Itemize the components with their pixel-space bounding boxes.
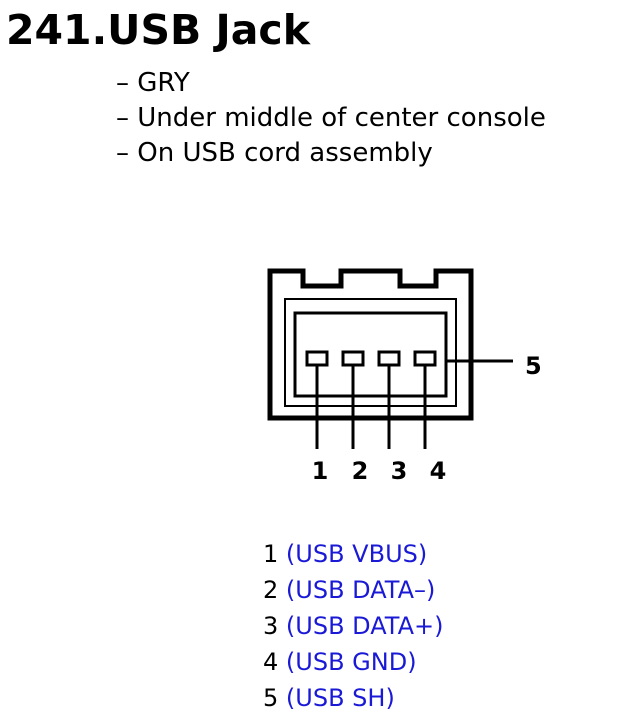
pinout-legend: 1 (USB VBUS) 2 (USB DATA–) 3 (USB DATA+)… [263, 536, 443, 716]
connector-housing-outline [267, 268, 474, 421]
pin-4-label: 4 [430, 457, 447, 485]
connector-assembly-info: – On USB cord assembly [116, 138, 433, 168]
pinout-row-2: 2 (USB DATA–) [263, 572, 443, 608]
pin-2-terminal [341, 350, 365, 367]
pin-5-label: 5 [525, 352, 542, 380]
connector-location-info: – Under middle of center console [116, 103, 546, 133]
pinout-row-1: 1 (USB VBUS) [263, 536, 443, 572]
pin-2-label: 2 [352, 457, 369, 485]
pinout-signal-name: (USB DATA–) [285, 576, 436, 604]
pin-3-label: 3 [391, 457, 408, 485]
pinout-signal-name: (USB GND) [285, 648, 417, 676]
connector-info-list: – GRY – Under middle of center console –… [116, 66, 546, 171]
page-title: 241.USB Jack [6, 6, 310, 54]
pin-4-terminal [413, 350, 437, 367]
pinout-pin-number: 1 [263, 540, 279, 568]
pin-3-terminal [377, 350, 401, 367]
pinout-signal-name: (USB VBUS) [285, 540, 428, 568]
connector-diagram: 1 2 3 4 5 [267, 268, 542, 485]
connector-color-info: – GRY [116, 68, 190, 98]
pin-1-label: 1 [312, 457, 329, 485]
pinout-pin-number: 4 [263, 648, 279, 676]
connector-terminal-cavity [293, 311, 448, 398]
pinout-row-5: 5 (USB SH) [263, 680, 443, 716]
pinout-pin-number: 2 [263, 576, 279, 604]
pinout-row-3: 3 (USB DATA+) [263, 608, 443, 644]
connector-inner-frame [284, 298, 457, 407]
pin-1-terminal [305, 350, 329, 367]
pinout-pin-number: 5 [263, 684, 279, 712]
pinout-signal-name: (USB DATA+) [285, 612, 444, 640]
pinout-signal-name: (USB SH) [285, 684, 395, 712]
pinout-row-4: 4 (USB GND) [263, 644, 443, 680]
pinout-pin-number: 3 [263, 612, 279, 640]
